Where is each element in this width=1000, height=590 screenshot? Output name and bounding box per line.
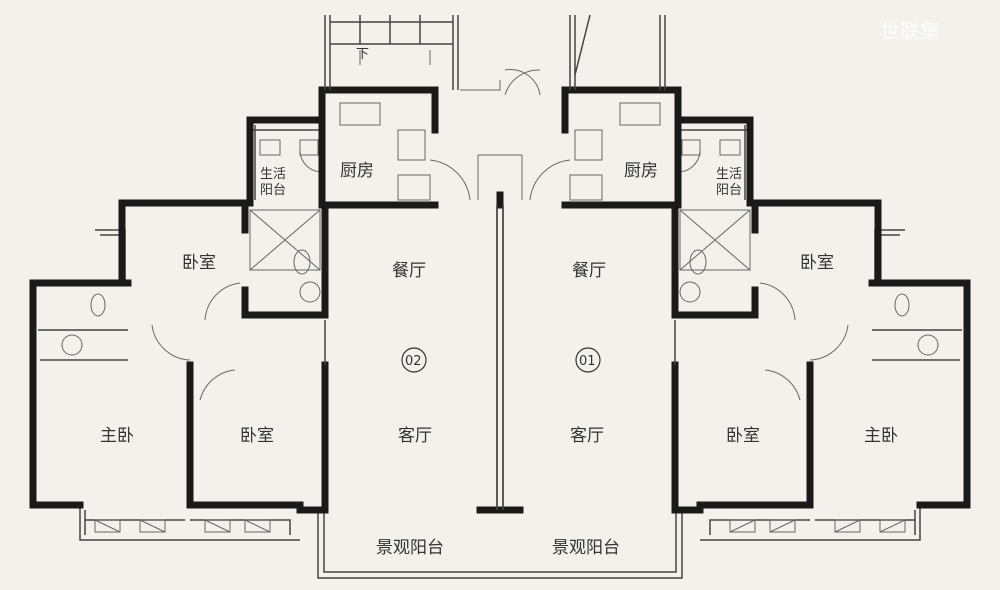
room-utility-balcony: 生活: [260, 167, 286, 182]
stair-down-label: 下: [356, 47, 369, 62]
stairwell: [324, 15, 459, 90]
room-bedroom-top: 卧室: [182, 253, 216, 273]
stairwell-right: [569, 14, 666, 90]
room-bedroom: 卧室: [726, 426, 760, 446]
room-dining: 餐厅: [572, 261, 606, 281]
unit-number: 01: [579, 354, 596, 369]
room-view-balcony: 景观阳台: [552, 538, 620, 558]
watermark: 世联集: [880, 19, 940, 43]
room-kitchen: 厨房: [624, 161, 658, 181]
unit-number: 02: [405, 354, 422, 369]
room-dining: 餐厅: [392, 261, 426, 281]
room-living: 客厅: [398, 426, 432, 446]
room-view-balcony: 景观阳台: [376, 538, 444, 558]
unit-01-labels: 厨房 生活 阳台 卧室 餐厅 01 主卧 卧室 客厅 景观阳台: [552, 161, 898, 558]
room-utility-balcony-2: 阳台: [716, 183, 742, 198]
unit-number-circle: [401, 347, 427, 373]
unit-number-circle: [575, 347, 601, 373]
entrance-doors: [359, 50, 541, 96]
room-utility-balcony-2: 阳台: [260, 183, 286, 198]
room-living: 客厅: [570, 426, 604, 446]
unit-02-labels: 厨房 生活 阳台 卧室 餐厅 02 主卧 卧室 客厅 景观阳台: [100, 161, 444, 558]
room-bedroom: 卧室: [240, 426, 274, 446]
room-master-bedroom: 主卧: [864, 426, 898, 446]
room-master-bedroom: 主卧: [100, 426, 134, 446]
room-kitchen: 厨房: [340, 161, 374, 181]
unit-02-walls: [33, 90, 503, 578]
unit-01-walls: [497, 90, 967, 578]
room-bedroom-top: 卧室: [800, 253, 834, 273]
room-utility-balcony: 生活: [716, 167, 742, 182]
